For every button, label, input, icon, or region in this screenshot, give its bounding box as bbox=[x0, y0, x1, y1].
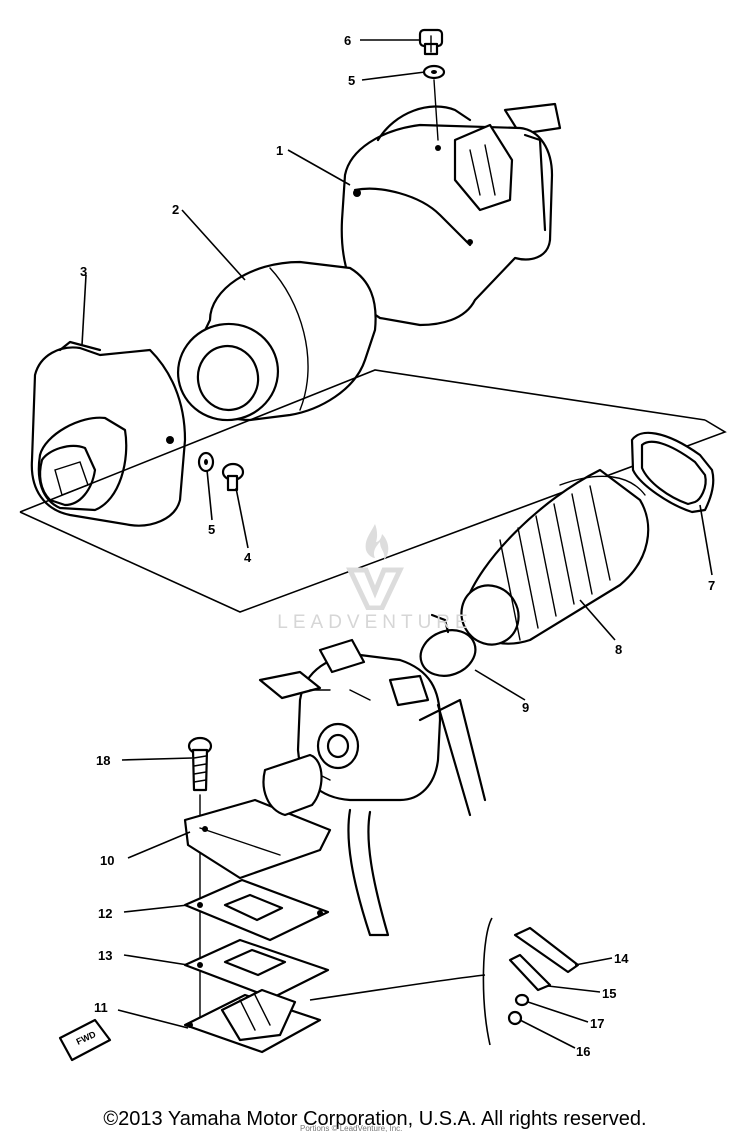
part-8-intake-boot bbox=[460, 468, 650, 646]
part-2-filter-element bbox=[176, 260, 377, 422]
assembly-outline bbox=[19, 369, 727, 613]
callout-9: 9 bbox=[522, 700, 529, 715]
part-3-cover bbox=[30, 340, 187, 527]
callout-8: 8 bbox=[615, 642, 622, 657]
part-5-washer-top bbox=[422, 64, 446, 141]
callout-16: 16 bbox=[576, 1044, 590, 1059]
callout-5-lower: 5 bbox=[208, 522, 215, 537]
callout-4: 4 bbox=[244, 550, 252, 565]
leadventure-logo-icon bbox=[346, 524, 404, 610]
callout-2: 2 bbox=[172, 202, 179, 217]
part-11-reed-valve bbox=[183, 988, 322, 1054]
callout-1: 1 bbox=[276, 143, 283, 158]
callout-12: 12 bbox=[98, 906, 112, 921]
part-1-air-cleaner-case bbox=[340, 102, 562, 327]
callout-14: 14 bbox=[614, 951, 629, 966]
part-7-gasket bbox=[630, 431, 715, 514]
part-5-washer-lower bbox=[197, 451, 215, 473]
part-4-screw bbox=[221, 462, 245, 492]
callout-18: 18 bbox=[96, 753, 110, 768]
part-18-screw bbox=[187, 736, 213, 1031]
part-17-washer bbox=[514, 993, 530, 1007]
callout-15: 15 bbox=[602, 986, 616, 1001]
callout-5-top: 5 bbox=[348, 73, 355, 88]
callout-6: 6 bbox=[344, 33, 351, 48]
callouts: 6 5 1 2 3 5 4 7 8 9 18 10 12 13 11 14 15… bbox=[80, 33, 715, 1059]
part-12-gasket bbox=[183, 878, 330, 942]
watermark: LEADVENTURE bbox=[0, 520, 750, 634]
part-16-screw bbox=[507, 1010, 523, 1026]
callout-17: 17 bbox=[590, 1016, 604, 1031]
detail-bracket bbox=[309, 917, 493, 1046]
part-9-clamp bbox=[419, 613, 477, 677]
part-10-manifold bbox=[183, 753, 332, 880]
watermark-text: LEADVENTURE bbox=[277, 612, 473, 633]
callout-7: 7 bbox=[708, 578, 715, 593]
leader-lines bbox=[81, 39, 713, 1049]
carburetor bbox=[258, 638, 487, 937]
part-15-stopper bbox=[508, 953, 552, 992]
callout-11: 11 bbox=[94, 1000, 108, 1015]
callout-3: 3 bbox=[80, 264, 87, 279]
fwd-arrow-icon: FWD bbox=[58, 1018, 112, 1062]
copyright-overlay: Portions © LeadVenture, Inc. bbox=[300, 1124, 403, 1133]
parts-diagram: FWD 6 5 1 2 3 5 4 7 8 9 18 10 12 bbox=[19, 28, 727, 1062]
part-13-reed-plate bbox=[183, 938, 330, 1000]
part-6-bolt bbox=[418, 28, 444, 56]
copyright-footer: ©2013 Yamaha Motor Corporation, U.S.A. A… bbox=[103, 1108, 647, 1130]
callout-10: 10 bbox=[100, 853, 114, 868]
callout-13: 13 bbox=[98, 948, 112, 963]
